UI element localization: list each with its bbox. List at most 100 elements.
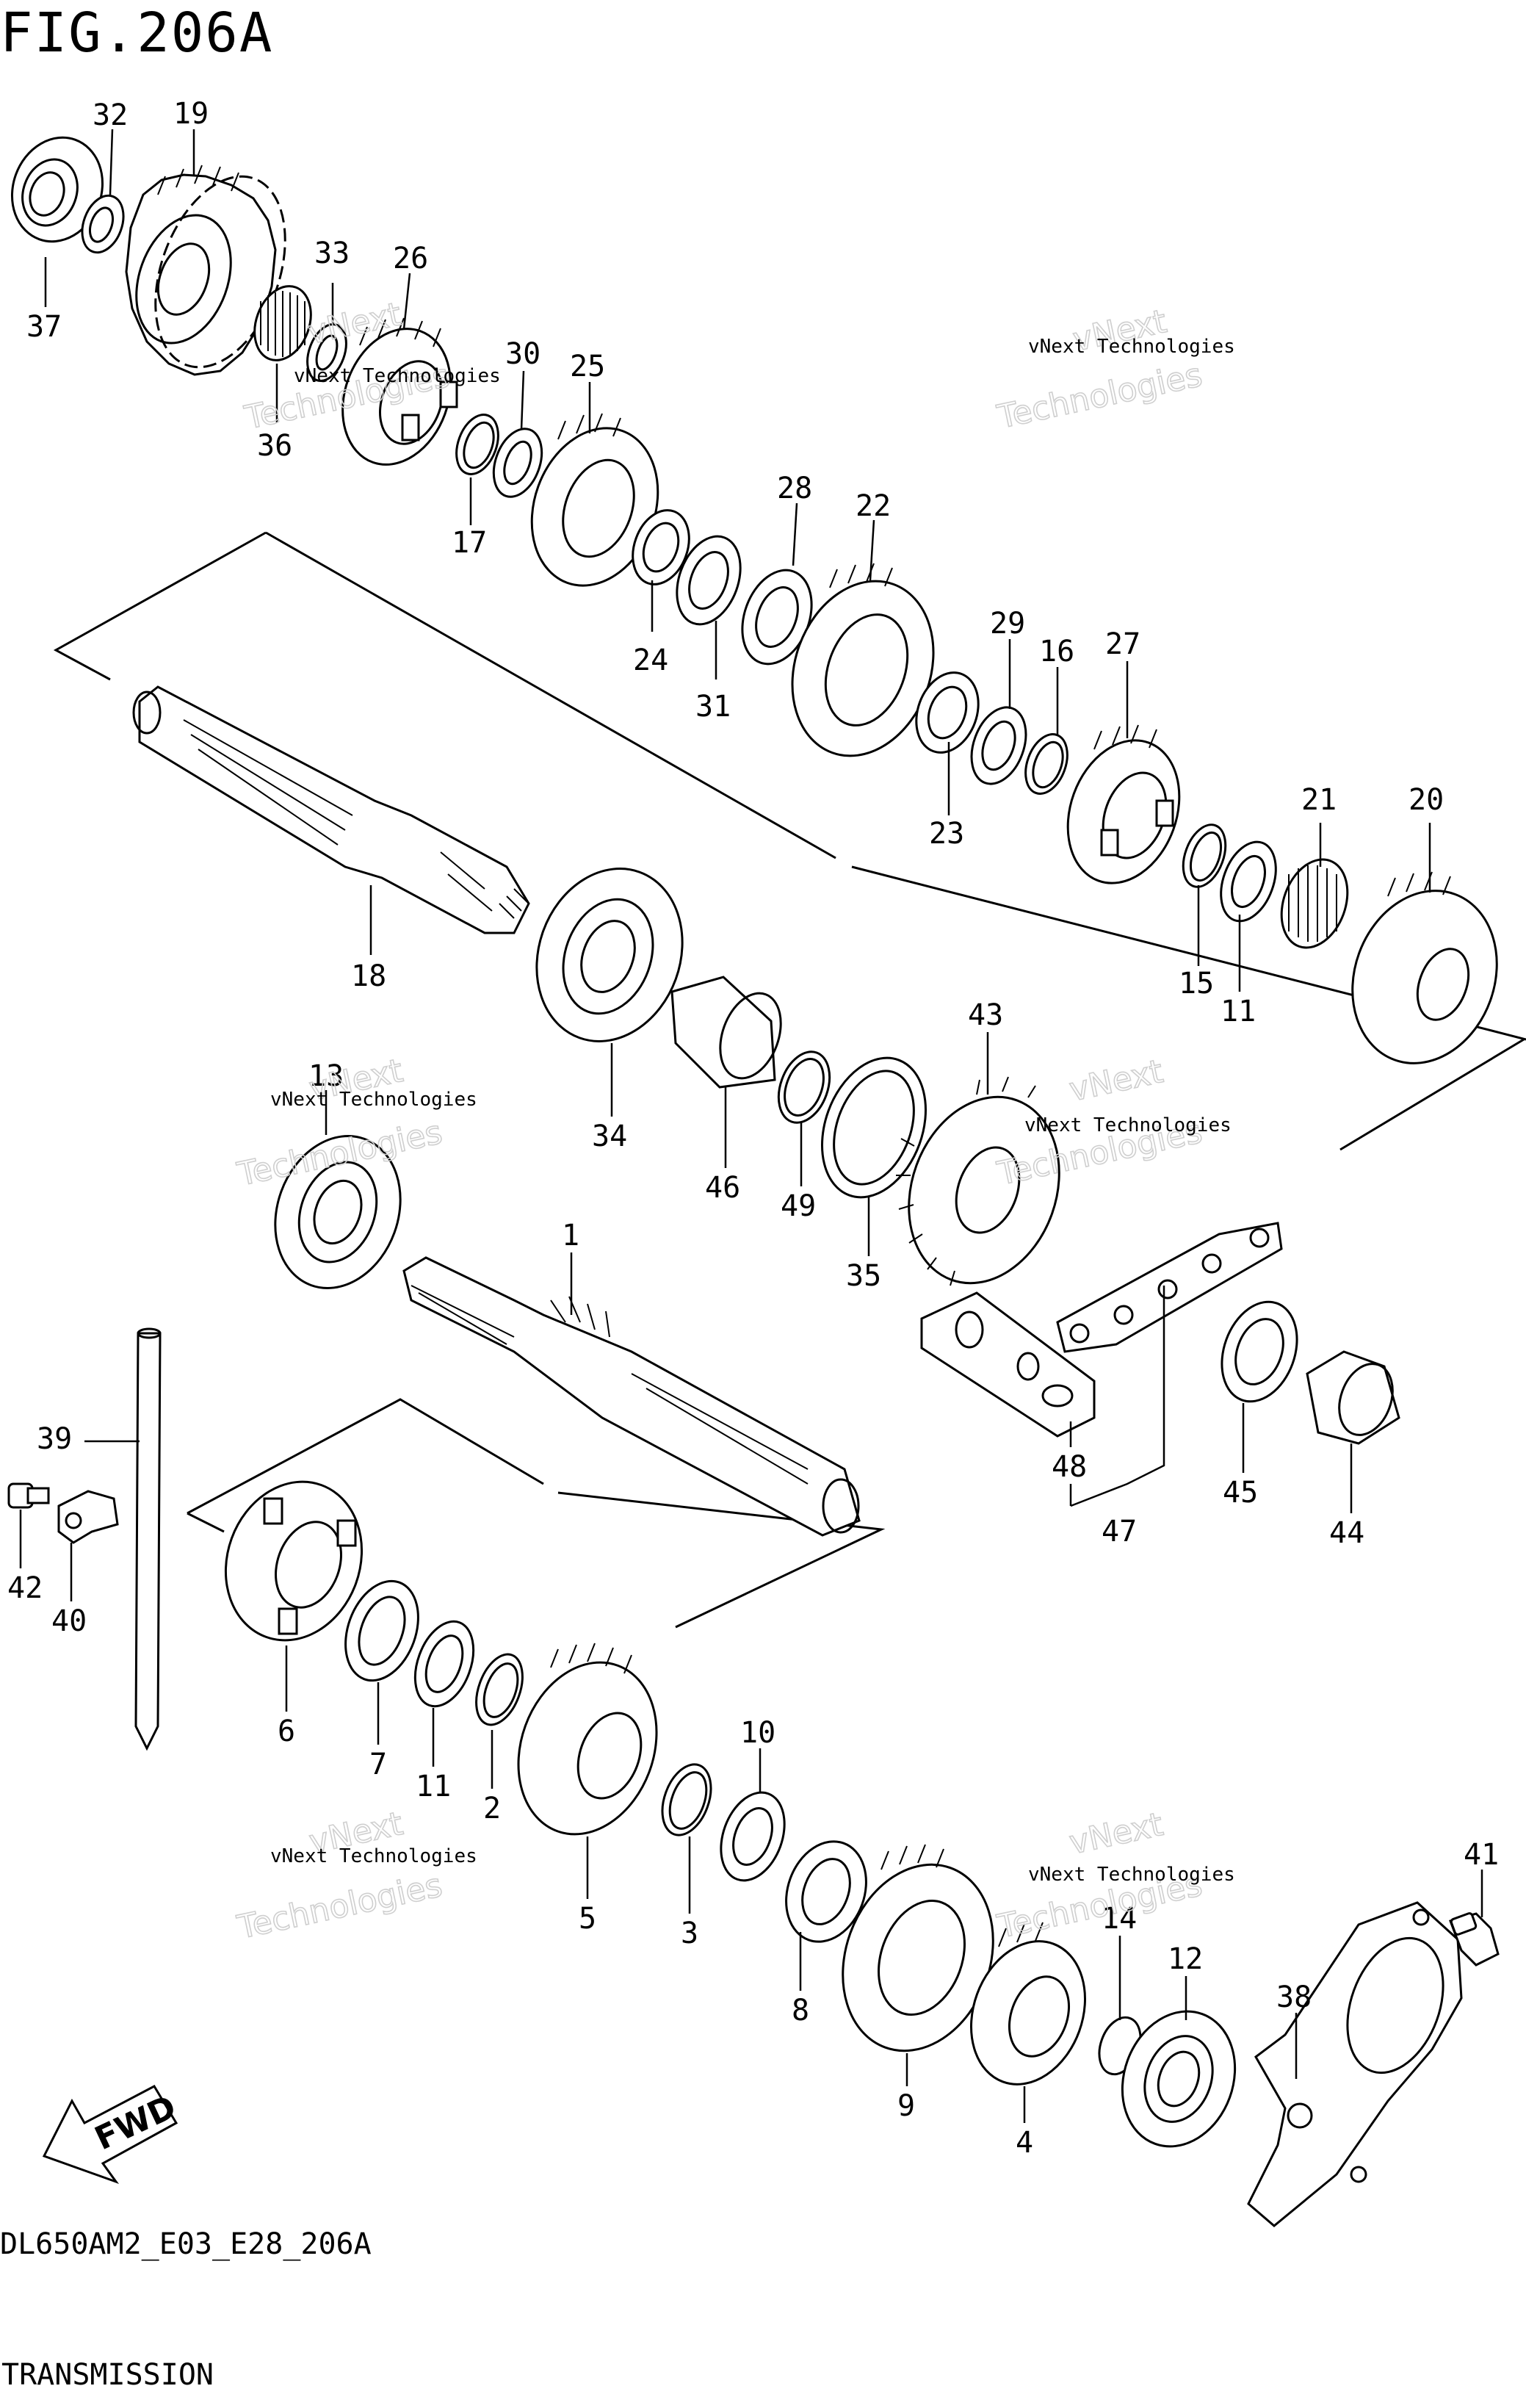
part-47-chain — [1056, 1222, 1283, 1353]
callout-31: 31 — [695, 690, 731, 724]
part-33-washer — [306, 323, 347, 382]
svg-text:Technologies: Technologies — [234, 1867, 445, 1947]
callout-34: 34 — [592, 1120, 627, 1153]
callout-33: 33 — [314, 237, 350, 270]
callout-17: 17 — [452, 526, 487, 560]
part-44-nut — [1306, 1350, 1400, 1445]
part-43-sprocket — [896, 1076, 1060, 1286]
callout-5: 5 — [579, 1902, 596, 1936]
part-49-o-ring — [777, 1050, 831, 1124]
callout-labels: 32 19 37 33 26 36 30 25 17 28 22 24 31 2… — [7, 97, 1499, 2160]
watermark-5: Technologies vNext vNext Technologies — [234, 1804, 477, 1947]
callout-9: 9 — [897, 2089, 915, 2123]
part-35-oil-seal — [821, 1056, 927, 1199]
callout-36: 36 — [257, 429, 292, 463]
part-41-screw — [1449, 1912, 1500, 1967]
callout-27: 27 — [1105, 627, 1140, 661]
watermark-4: Technologies vNext vNext Technologies — [994, 1052, 1232, 1193]
part-27-gear — [1066, 724, 1181, 884]
part-17-circlip — [455, 414, 499, 475]
callout-44: 44 — [1329, 1516, 1364, 1550]
part-39-shift-rod — [134, 1327, 162, 1751]
part-13-bearing — [274, 1135, 402, 1289]
part-42-bolt — [7, 1482, 50, 1509]
part-25-gear — [530, 413, 659, 587]
part-45-lock-washer — [1221, 1300, 1298, 1403]
svg-text:vNext: vNext — [1066, 1053, 1166, 1109]
callout-13: 13 — [308, 1059, 344, 1093]
callout-19: 19 — [173, 97, 209, 131]
callout-38: 38 — [1276, 1980, 1312, 2014]
svg-text:vNext Technologies: vNext Technologies — [1028, 1864, 1235, 1886]
callout-48: 48 — [1052, 1450, 1087, 1484]
part-32-washer — [81, 194, 125, 254]
callout-2: 2 — [483, 1792, 501, 1825]
callout-21: 21 — [1301, 783, 1337, 817]
callout-39: 39 — [37, 1422, 72, 1456]
part-46-spacer — [670, 976, 782, 1089]
callout-11-upper: 11 — [1221, 995, 1256, 1028]
callout-15: 15 — [1179, 967, 1214, 1001]
callout-24: 24 — [633, 644, 668, 677]
part-30-washer — [492, 428, 543, 498]
part-20-gear — [1351, 871, 1498, 1064]
part-37-bearing — [10, 136, 104, 243]
part-40-plate — [57, 1490, 119, 1544]
callout-25: 25 — [570, 350, 605, 383]
part-4-gear — [970, 1922, 1086, 2086]
callout-18: 18 — [351, 959, 386, 993]
callout-42: 42 — [7, 1571, 43, 1605]
part-19-gear — [125, 165, 286, 376]
callout-37: 37 — [26, 310, 62, 344]
part-26-gear — [341, 317, 458, 466]
callout-1: 1 — [562, 1219, 579, 1252]
svg-text:vNext Technologies: vNext Technologies — [270, 1089, 477, 1111]
svg-text:vNext Technologies: vNext Technologies — [270, 1845, 477, 1867]
callout-32: 32 — [93, 98, 128, 132]
callout-12: 12 — [1168, 1942, 1203, 1976]
callout-28: 28 — [777, 472, 812, 505]
part-1-mainshaft — [402, 1256, 861, 1537]
svg-text:vNext: vNext — [1066, 1806, 1166, 1862]
part-18-countershaft — [132, 685, 530, 934]
callout-11-lower: 11 — [416, 1770, 451, 1803]
part-9-gear — [842, 1844, 994, 2052]
callout-4: 4 — [1016, 2126, 1033, 2160]
svg-text:vNext Technologies: vNext Technologies — [1024, 1114, 1232, 1136]
part-10-washer — [720, 1791, 786, 1882]
part-29-washer — [970, 706, 1027, 785]
part-7-bushing — [344, 1579, 419, 1682]
part-8-bushing — [785, 1840, 867, 1943]
part-11-washer-lower — [413, 1620, 475, 1708]
part-6-gear — [224, 1480, 364, 1642]
part-3-circlip — [661, 1763, 712, 1836]
mainshaft-assembly-outline — [187, 1398, 886, 1629]
callout-26: 26 — [393, 242, 428, 275]
watermark-2: Technologies vNext vNext Technologies — [994, 302, 1235, 436]
part-38-bearing-retainer — [1247, 1901, 1463, 2227]
callout-46: 46 — [705, 1171, 740, 1205]
svg-text:vNext Technologies: vNext Technologies — [1028, 336, 1235, 358]
part-21-needle-bearing — [1280, 858, 1349, 949]
callout-6: 6 — [278, 1715, 295, 1748]
callout-47: 47 — [1102, 1515, 1137, 1549]
callout-20: 20 — [1409, 783, 1444, 817]
part-23-bushing — [915, 671, 980, 754]
part-15-circlip — [1182, 823, 1227, 888]
callout-45: 45 — [1223, 1476, 1258, 1510]
callout-22: 22 — [856, 489, 891, 523]
callout-23: 23 — [929, 817, 964, 851]
part-12-bearing — [1121, 2010, 1237, 2148]
callout-10: 10 — [740, 1716, 775, 1750]
figure-name: TRANSMISSION — [1, 2358, 214, 2392]
fwd-arrow-icon: FWD — [42, 2085, 182, 2185]
callout-14: 14 — [1102, 1902, 1137, 1936]
callout-49: 49 — [781, 1189, 816, 1223]
part-31-lock-washer — [676, 535, 742, 626]
part-34-bearing — [535, 868, 684, 1042]
part-5-gear — [517, 1643, 658, 1836]
part-11-washer-upper — [1220, 840, 1277, 923]
callout-41: 41 — [1464, 1838, 1499, 1872]
callout-8: 8 — [792, 1994, 809, 2027]
